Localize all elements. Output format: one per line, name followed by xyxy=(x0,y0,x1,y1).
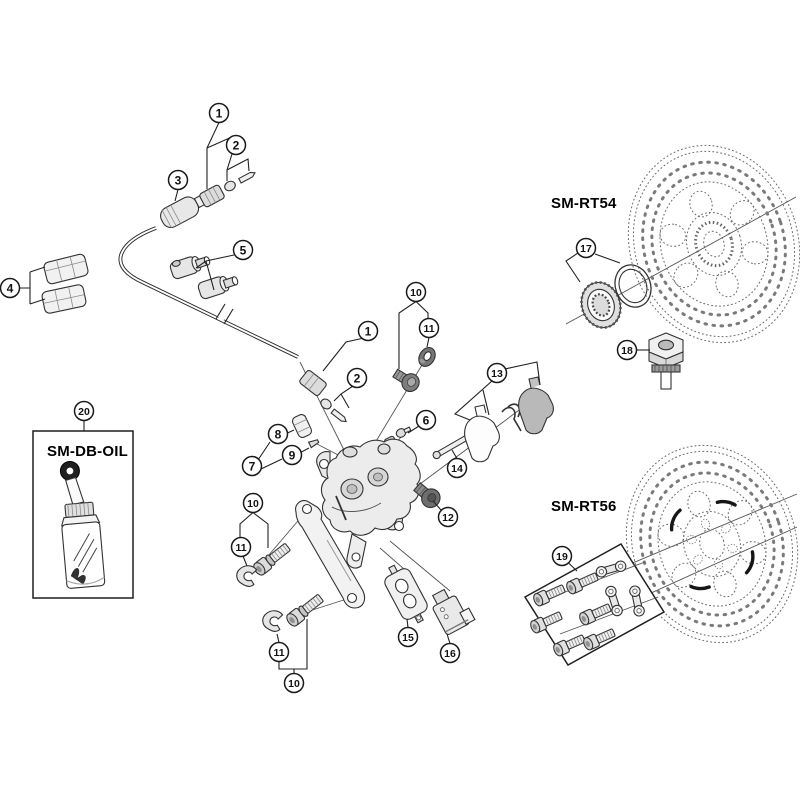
adapter-washer-lower xyxy=(260,608,286,634)
label-sm-rt56: SM-RT56 xyxy=(551,498,617,515)
svg-text:14: 14 xyxy=(451,463,463,475)
svg-text:1: 1 xyxy=(365,324,372,338)
rotor-sm-rt54 xyxy=(601,121,800,367)
lock-ring xyxy=(580,281,622,329)
callout-6: 6 xyxy=(415,409,437,431)
caliper-connecting-insert xyxy=(299,369,327,397)
brake-hose xyxy=(118,226,299,359)
svg-text:8: 8 xyxy=(275,427,282,441)
connector-boot xyxy=(291,414,313,438)
svg-text:5: 5 xyxy=(240,243,247,257)
hose-fitting-b xyxy=(197,275,239,300)
callout-5: 5 xyxy=(232,239,254,261)
callout-16: 16 xyxy=(439,642,461,664)
callout-8: 8 xyxy=(267,423,289,445)
callout-11: 11 xyxy=(418,317,440,339)
svg-text:19: 19 xyxy=(556,551,568,563)
banjo-bolt xyxy=(392,368,420,393)
svg-text:1: 1 xyxy=(216,106,223,120)
svg-text:20: 20 xyxy=(78,406,90,418)
callout-9: 9 xyxy=(281,444,303,466)
spacer-block xyxy=(431,588,476,635)
svg-text:17: 17 xyxy=(580,243,592,255)
svg-text:16: 16 xyxy=(444,648,456,660)
hose-connector-unit-3 xyxy=(160,195,206,229)
connector-olive-small xyxy=(307,439,320,449)
callout-1: 1 xyxy=(208,102,230,124)
callout-20: 20 xyxy=(73,400,95,422)
callout-12: 12 xyxy=(437,506,459,528)
rotor-bolt-kit-contents xyxy=(528,559,659,658)
svg-text:11: 11 xyxy=(423,323,434,335)
mount-plate xyxy=(384,564,428,624)
svg-text:2: 2 xyxy=(233,138,240,152)
callout-2: 2 xyxy=(225,134,247,156)
label-sm-db-oil: SM-DB-OIL xyxy=(47,443,128,460)
hose-break-mark xyxy=(215,303,234,325)
callout-10: 10 xyxy=(283,672,305,694)
adapter-washer-upper xyxy=(234,563,260,589)
svg-text:18: 18 xyxy=(621,345,633,357)
callout-1: 1 xyxy=(357,320,379,342)
svg-text:6: 6 xyxy=(423,413,430,427)
svg-text:11: 11 xyxy=(273,647,284,659)
callout-17: 17 xyxy=(575,237,597,259)
seal-washer-ring xyxy=(614,264,652,308)
svg-text:10: 10 xyxy=(410,287,422,299)
hose-clamp-block-bottom xyxy=(41,284,87,314)
hose-connecting-insert xyxy=(199,184,225,208)
callout-3: 3 xyxy=(167,169,189,191)
svg-text:7: 7 xyxy=(249,459,256,473)
svg-text:3: 3 xyxy=(175,173,182,187)
callout-11: 11 xyxy=(268,641,290,663)
callout-13: 13 xyxy=(486,362,508,384)
svg-text:10: 10 xyxy=(288,678,300,690)
rotor-bolt-kit-box xyxy=(523,543,666,666)
svg-text:11: 11 xyxy=(235,542,246,554)
brake-pad-left xyxy=(464,404,500,463)
oil-bottle-label xyxy=(70,533,98,585)
svg-text:15: 15 xyxy=(402,632,414,644)
rotor-direction-arrows xyxy=(669,500,755,591)
adapter-bolt-lower xyxy=(283,591,326,629)
brake-pad-right xyxy=(518,376,554,435)
callout-10: 10 xyxy=(242,492,264,514)
connector-insert-pin xyxy=(238,171,256,184)
callout-7: 7 xyxy=(241,455,263,477)
svg-text:13: 13 xyxy=(491,368,503,380)
adapter-bolt-upper xyxy=(250,540,293,578)
banjo-washer xyxy=(418,347,436,367)
callout-15: 15 xyxy=(397,626,419,648)
callout-11: 11 xyxy=(230,536,252,558)
callout-14: 14 xyxy=(446,457,468,479)
svg-text:2: 2 xyxy=(354,371,361,385)
caliper-fixing-bolt xyxy=(413,482,441,509)
callout-4: 4 xyxy=(0,277,21,299)
lock-ring-tool xyxy=(648,332,684,390)
hose-olive xyxy=(224,180,236,192)
brake-caliper xyxy=(316,438,421,569)
callout-10: 10 xyxy=(405,281,427,303)
svg-text:10: 10 xyxy=(247,498,259,510)
caliper-adapter xyxy=(295,500,366,609)
svg-text:4: 4 xyxy=(7,281,14,295)
callout-layer: 1234512101168971011121314151611101718192… xyxy=(0,102,638,694)
bleed-screw xyxy=(395,426,412,438)
brake-pad-pin xyxy=(432,433,473,460)
callout-19: 19 xyxy=(551,545,573,567)
caliper-insert-pin xyxy=(330,408,347,423)
svg-text:12: 12 xyxy=(442,512,454,524)
hose-fitting-a xyxy=(169,255,211,280)
oil-bottle xyxy=(59,460,106,589)
label-sm-rt54: SM-RT54 xyxy=(551,195,617,212)
pad-spring xyxy=(501,403,522,432)
callout-2: 2 xyxy=(346,367,368,389)
callout-18: 18 xyxy=(616,339,638,361)
hose-clamp-block-top xyxy=(43,253,89,285)
caliper-olive xyxy=(320,398,332,410)
svg-text:9: 9 xyxy=(289,448,296,462)
rotor-sm-rt56 xyxy=(599,421,800,667)
